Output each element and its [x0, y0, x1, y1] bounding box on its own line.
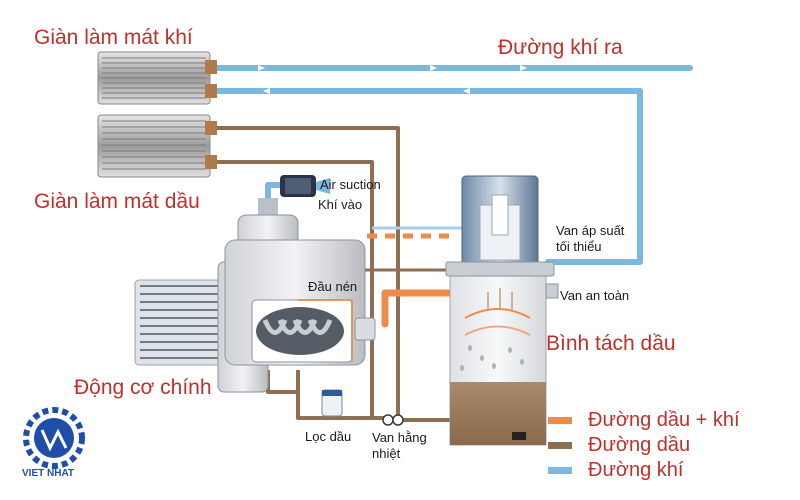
logo-text: VIET NHAT [22, 468, 75, 479]
oil-filter [321, 389, 343, 417]
oil-cooler-label: Giàn làm mát dầu [34, 190, 200, 213]
viet-nhat-logo [23, 407, 85, 469]
legend-swatch-air [548, 466, 572, 474]
legend-label-oil-air: Đường dầu + khí [588, 408, 740, 431]
air-cooler-label: Giàn làm mát khí [34, 26, 193, 49]
legend-swatch-oil [548, 441, 572, 449]
min-pressure-valve-label: Van áp suất tối thiểu [556, 223, 625, 254]
separator-tank [445, 175, 559, 446]
thermostatic-valve [382, 414, 404, 426]
main-motor-label: Động cơ chính [74, 376, 212, 399]
oil-cooler [97, 114, 217, 178]
compressor-head-label: Đầu nén [308, 279, 358, 294]
air-suction-label: Air suction [320, 177, 381, 192]
thermostatic-valve-label: Van hằng nhiệt [372, 430, 427, 461]
legend-label-oil: Đường dầu [588, 433, 691, 456]
air-suction-filter [258, 175, 330, 218]
oil-air-pipe [381, 289, 454, 328]
legend-item-oil-air: Đường dầu + khí [548, 408, 740, 432]
legend-label-air: Đường khí [588, 458, 684, 481]
legend-item-oil: Đường dầu [548, 433, 690, 457]
legend-item-air: Đường khí [548, 458, 683, 482]
compressor-head [224, 214, 376, 366]
legend-swatch-oil-air [548, 416, 572, 424]
air-out-label: Đường khí ra [498, 36, 623, 59]
air-cooler [97, 51, 217, 105]
air-flow-arrows [258, 65, 527, 94]
oil-filter-label: Lọc dầu [305, 429, 352, 444]
safety-valve-label: Van an toàn [560, 288, 630, 303]
separator-tank-label: Bình tách dầu [546, 332, 676, 355]
air-in-label: Khí vào [318, 197, 363, 212]
